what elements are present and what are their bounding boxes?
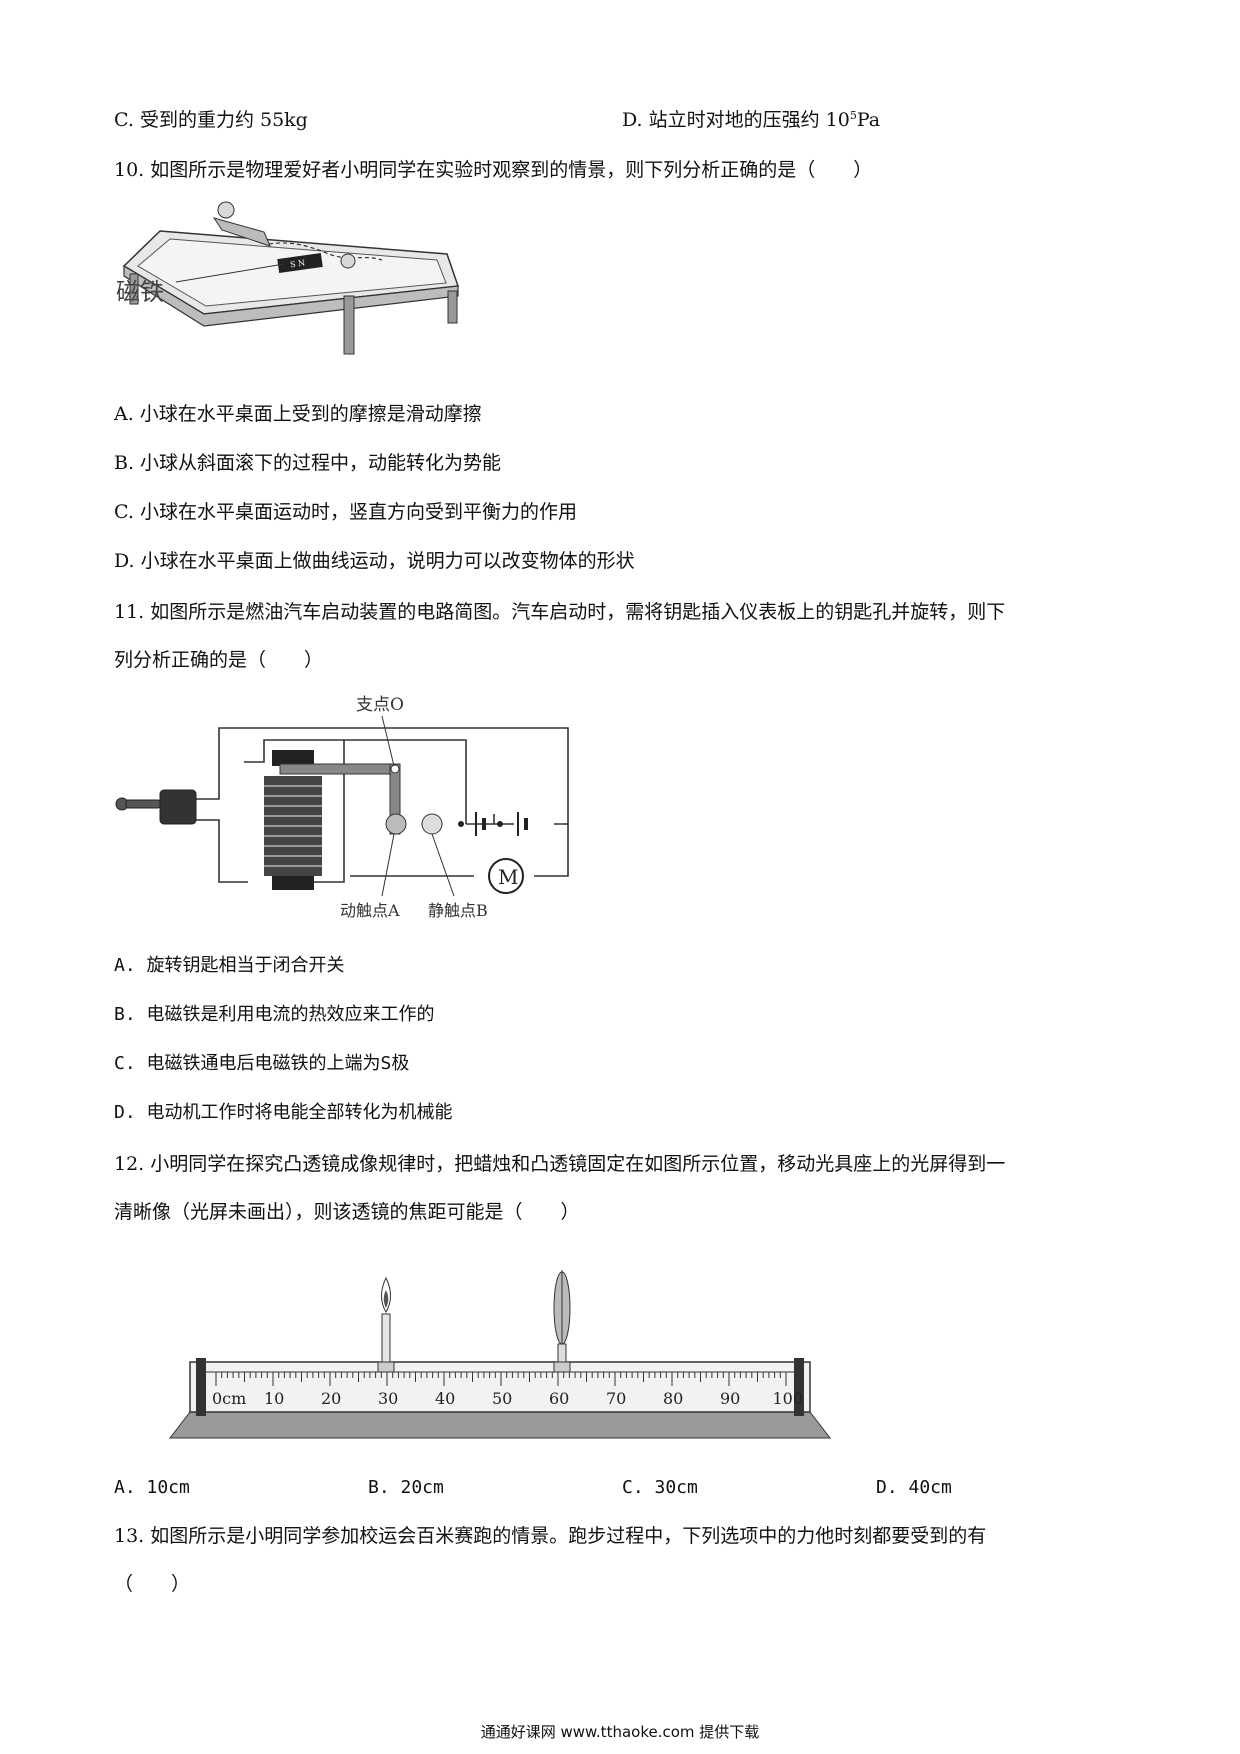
ruler-tick-label: 30 xyxy=(378,1389,398,1408)
ruler-tick-labels: 0cm 10 20 30 40 50 60 70 80 90 100 xyxy=(212,1389,803,1408)
ruler-tick-label: 20 xyxy=(321,1389,341,1408)
battery xyxy=(475,812,528,836)
q10-option-a: A. 小球在水平桌面上受到的摩擦是滑动摩擦 xyxy=(114,403,482,425)
q11-option-a: A. 旋转钥匙相当于闭合开关 xyxy=(114,955,345,976)
ball-path xyxy=(268,242,383,261)
ruler-tick-label: 40 xyxy=(435,1389,455,1408)
table-leg-front xyxy=(343,295,355,355)
q10-stem: 10. 如图所示是物理爱好者小明同学在实验时观察到的情景，则下列分析正确的是（ … xyxy=(114,159,873,181)
table-leg-right xyxy=(447,290,458,324)
magnet-label: 磁铁 xyxy=(116,278,164,306)
ruler-tick-label: 0cm xyxy=(212,1389,246,1408)
ruler-tick-label: 80 xyxy=(663,1389,683,1408)
magnet xyxy=(277,253,323,273)
electromagnet xyxy=(264,750,322,890)
page-footer: 通通好课网 www.tthaoke.com 提供下载 xyxy=(480,1723,760,1741)
junction-dot-1 xyxy=(458,821,464,827)
table-inner-rim xyxy=(137,238,447,307)
q12-option-c: C. 30cm xyxy=(622,1477,698,1498)
ruler-tick-label: 100 xyxy=(773,1389,804,1408)
table-leg-left xyxy=(129,273,139,305)
magnet-pole-label: S N xyxy=(290,258,306,269)
q12-stem-line2: 清晰像（光屏未画出），则该透镜的焦距可能是（ ） xyxy=(114,1201,580,1223)
q10-option-c: C. 小球在水平桌面运动时，竖直方向受到平衡力的作用 xyxy=(114,501,577,523)
q13-stem-line1: 13. 如图所示是小明同学参加校运会百米赛跑的情景。跑步过程中，下列选项中的力他… xyxy=(114,1525,987,1547)
q12-stem-line1: 12. 小明同学在探究凸透镜成像规律时，把蜡烛和凸透镜固定在如图所示位置，移动光… xyxy=(114,1153,1006,1175)
ignition-key xyxy=(115,789,197,825)
ruler-tick-label: 70 xyxy=(606,1389,626,1408)
candle xyxy=(377,1276,395,1373)
q11-stem-line2: 列分析正确的是（ ） xyxy=(114,649,324,671)
bench-end-right xyxy=(794,1358,804,1416)
armature-lever xyxy=(279,763,401,775)
pivot-point xyxy=(390,764,400,774)
q10-option-b: B. 小球从斜面滚下的过程中，动能转化为势能 xyxy=(114,452,502,474)
convex-lens xyxy=(553,1270,571,1373)
q9-option-d: D. 站立时对地的压强约 105Pa xyxy=(622,108,880,132)
q12-option-b: B. 20cm xyxy=(368,1477,444,1498)
static-contact-b xyxy=(421,813,443,835)
pivot-leader xyxy=(381,715,395,767)
q12-figure: 0cm 10 20 30 40 50 60 70 80 90 100 xyxy=(168,1270,832,1439)
ruler-ticks xyxy=(215,1372,787,1386)
q10-figure: S N 磁铁 xyxy=(116,201,460,355)
q11-option-c: C. 电磁铁通电后电磁铁的上端为S极 xyxy=(114,1053,410,1074)
ball-start xyxy=(217,201,235,219)
q10-option-d: D. 小球在水平桌面上做曲线运动，说明力可以改变物体的形状 xyxy=(114,550,635,572)
moving-contact-leader xyxy=(381,833,395,897)
q12-option-d: D. 40cm xyxy=(876,1477,952,1498)
q11-option-b: B. 电磁铁是利用电流的热效应来工作的 xyxy=(114,1004,435,1025)
incline xyxy=(212,217,271,247)
q11-wires xyxy=(194,727,569,883)
motor-label: M xyxy=(498,865,518,889)
moving-contact-label: 动触点A xyxy=(340,901,400,920)
static-contact-leader xyxy=(431,833,455,897)
optical-bench-base xyxy=(168,1411,832,1439)
magnet-label-leader xyxy=(175,263,285,283)
q9-option-d-exponent: 5 xyxy=(849,109,857,122)
q12-option-a: A. 10cm xyxy=(114,1477,190,1498)
bench-end-left xyxy=(196,1358,206,1416)
moving-contact-a xyxy=(385,813,407,835)
ball xyxy=(340,253,356,269)
q9-option-d-text: D. 站立时对地的压强约 10 xyxy=(622,109,850,131)
junction-dot-2 xyxy=(497,821,503,827)
q11-stem-line1: 11. 如图所示是燃油汽车启动装置的电路简图。汽车启动时，需将钥匙插入仪表板上的… xyxy=(114,601,1006,623)
q9-option-d-unit: Pa xyxy=(856,109,881,131)
ruler-tick-label: 90 xyxy=(720,1389,740,1408)
pivot-label: 支点O xyxy=(356,695,404,715)
ruler-tick-label: 50 xyxy=(492,1389,512,1408)
q11-figure: 支点O M 动触点A 静触点B xyxy=(115,695,569,920)
motor xyxy=(488,858,524,894)
q13-stem-line2: （ ） xyxy=(114,1573,191,1595)
static-contact-label: 静触点B xyxy=(428,901,488,920)
table-front-edge xyxy=(123,264,459,327)
ruler-tick-label: 60 xyxy=(549,1389,569,1408)
ruler-tick-label: 10 xyxy=(264,1389,284,1408)
optical-bench xyxy=(189,1361,811,1413)
q9-option-c: C. 受到的重力约 55kg xyxy=(114,109,308,131)
q11-option-d: D. 电动机工作时将电能全部转化为机械能 xyxy=(114,1102,453,1123)
